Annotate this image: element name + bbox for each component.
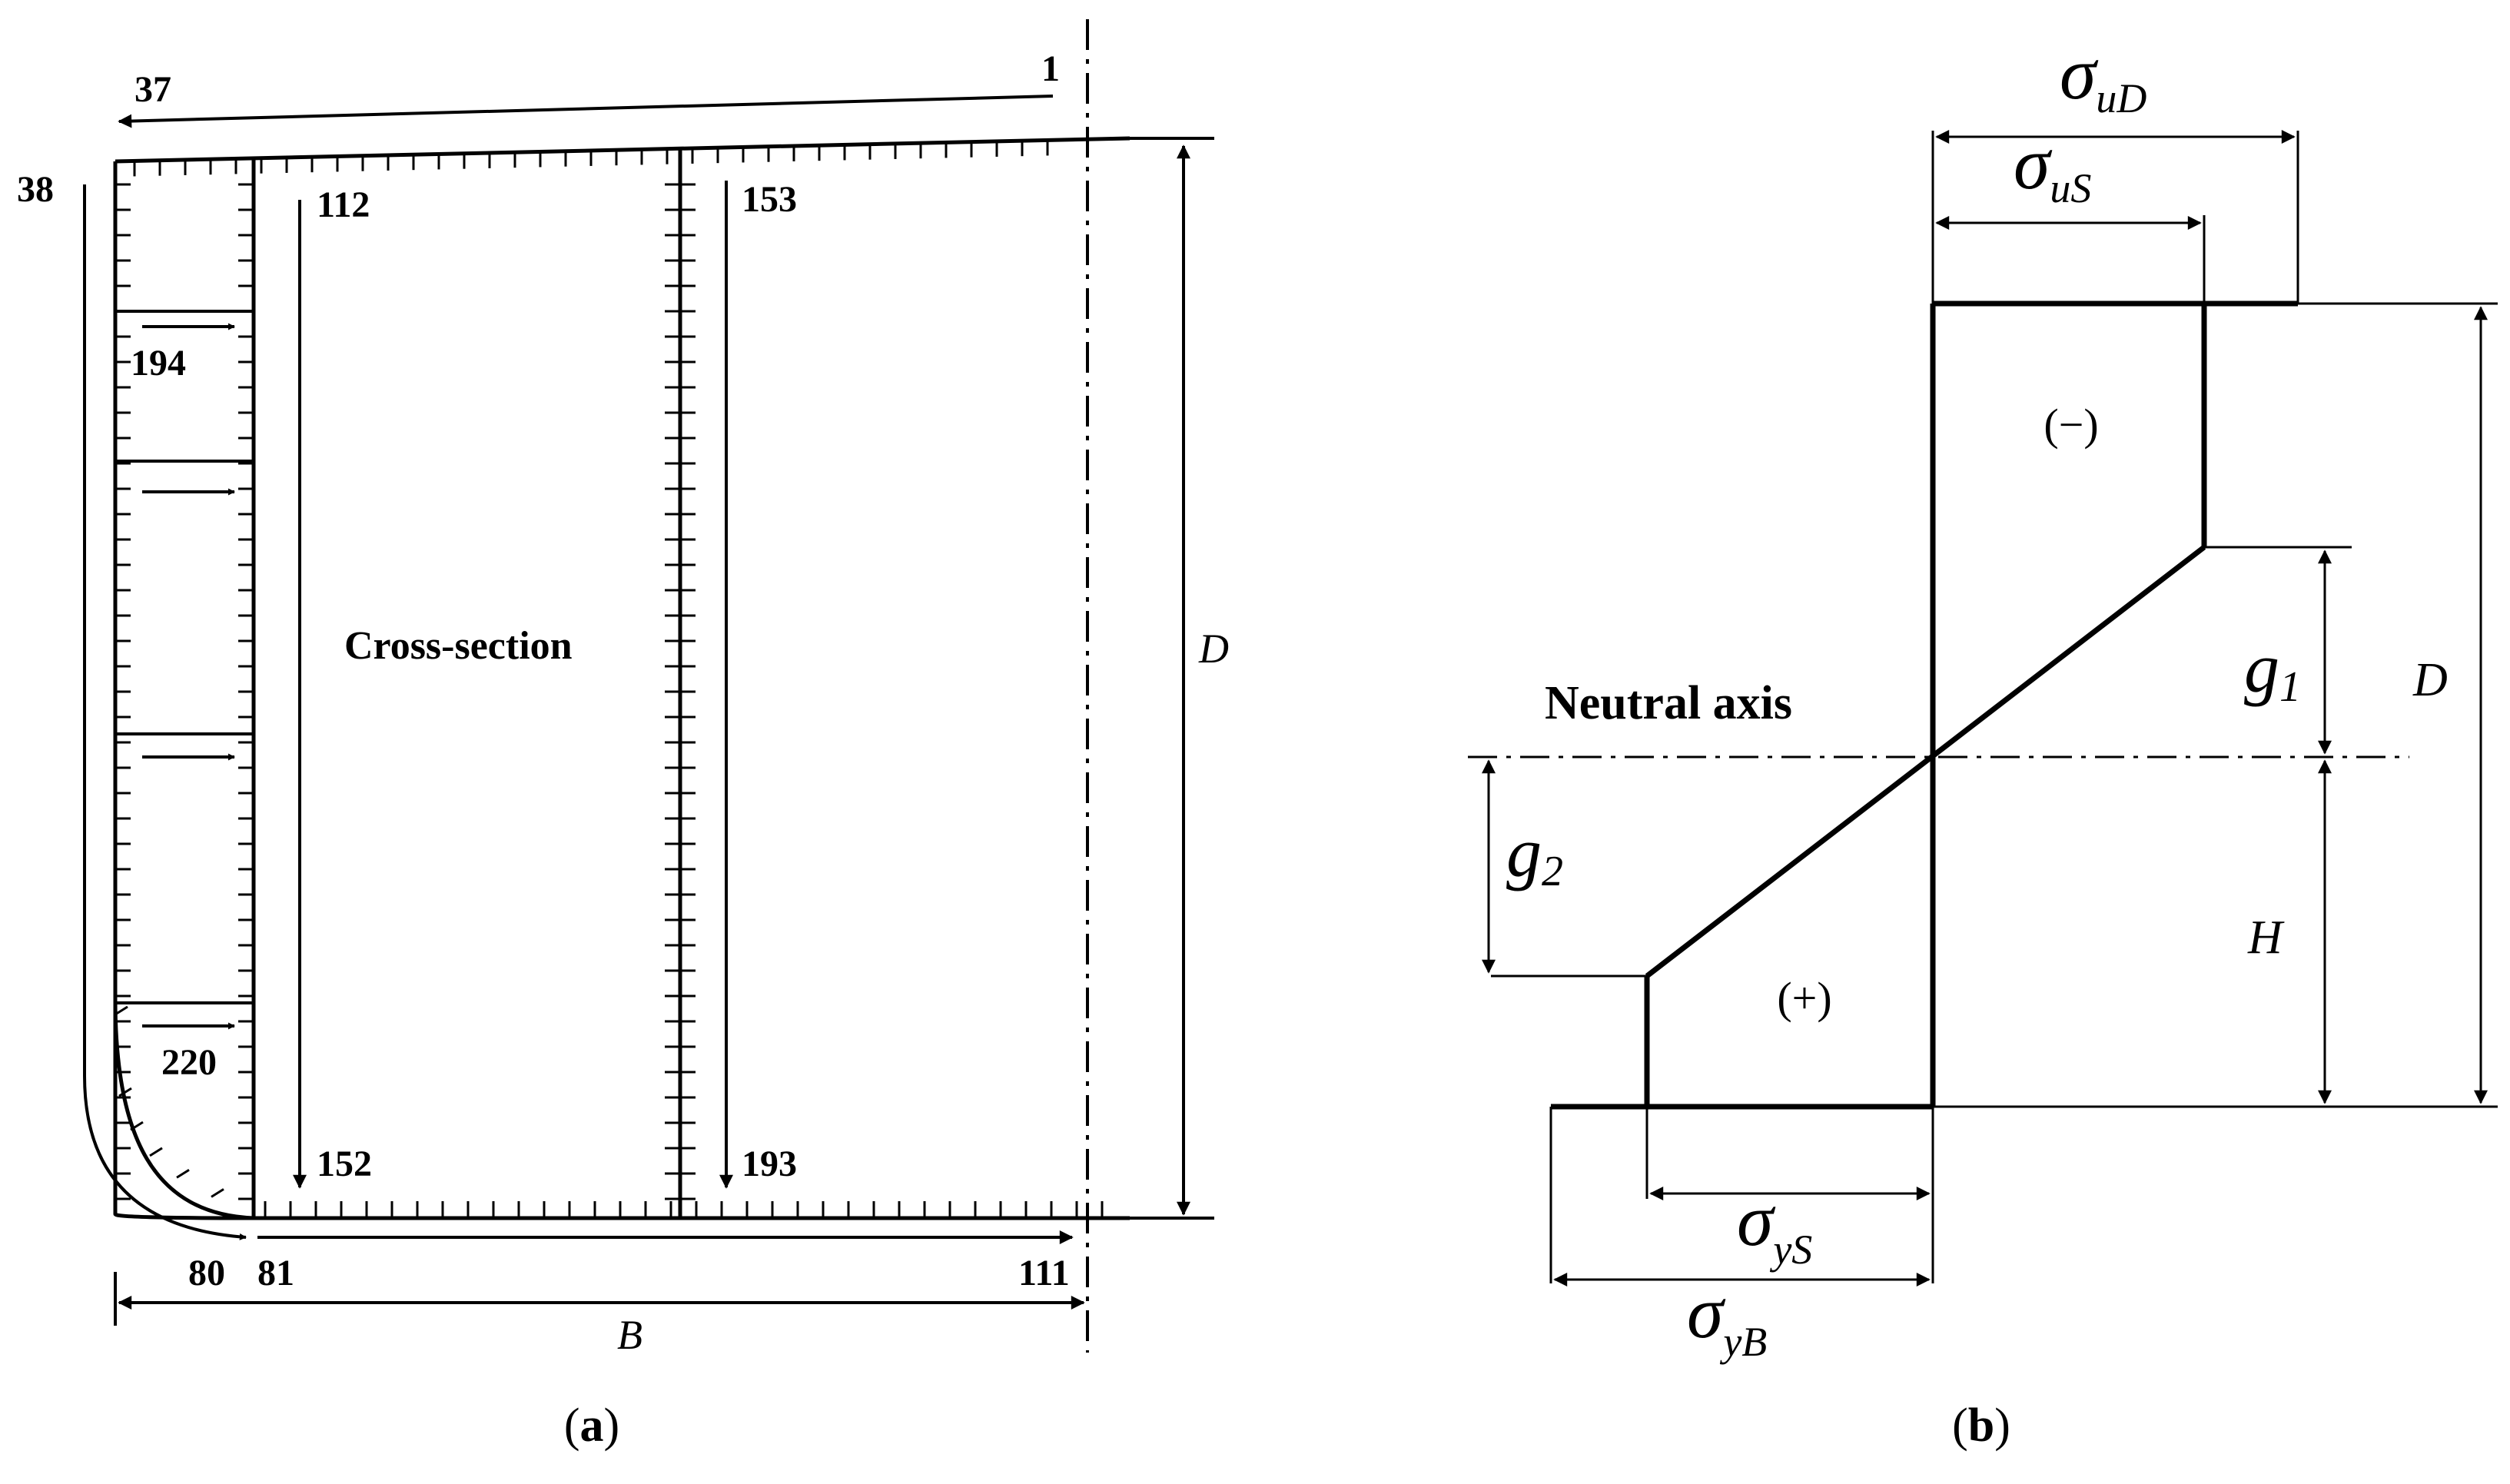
label-1: 1 xyxy=(1041,48,1060,89)
bilge-tick xyxy=(118,1087,132,1097)
g2-label: g2 xyxy=(1506,813,1563,895)
deck-line xyxy=(115,136,1130,164)
caption-b: (b) xyxy=(1952,1399,2010,1452)
label-220: 220 xyxy=(161,1042,217,1083)
cross-section-label: Cross-section xyxy=(344,624,573,668)
g1-label: g1 xyxy=(2244,629,2301,711)
bilge-shell xyxy=(113,1212,254,1220)
dim-D-label-a: D xyxy=(1198,626,1229,672)
label-80: 80 xyxy=(188,1253,225,1293)
label-152: 152 xyxy=(317,1144,372,1184)
label-194: 194 xyxy=(131,343,186,383)
bilge-curve xyxy=(113,998,254,1220)
hull-path-arrow xyxy=(83,184,247,1240)
sigma-yS-label: σyS xyxy=(1737,1179,1812,1273)
deck-path-arrow xyxy=(118,95,1054,128)
neutral-axis-label: Neutral axis xyxy=(1545,677,1792,729)
sigma-uD-label: σuD xyxy=(2060,32,2146,121)
deck-stiffeners xyxy=(133,140,1049,177)
label-37: 37 xyxy=(134,69,171,110)
dim-D-label-b: D xyxy=(2412,654,2448,706)
caption-a: (a) xyxy=(564,1399,619,1452)
label-153: 153 xyxy=(742,179,797,220)
sigma-yB-label: σyB xyxy=(1687,1271,1767,1365)
dim-H-label: H xyxy=(2247,911,2285,964)
label-81: 81 xyxy=(257,1253,294,1293)
minus-region-label: (−) xyxy=(2044,400,2098,450)
label-38: 38 xyxy=(17,169,54,210)
plus-region-label: (+) xyxy=(1777,973,1831,1023)
label-112: 112 xyxy=(317,184,370,225)
bilge-tick xyxy=(176,1169,190,1179)
bilge-tick xyxy=(149,1147,163,1157)
panel-b: Neutral axis (−) (+) D H g1 g2 σuD σuS σ… xyxy=(1468,32,2498,1452)
sigma-uS-label: σuS xyxy=(2014,122,2091,211)
label-193: 193 xyxy=(742,1144,797,1184)
block-diagonal xyxy=(1645,545,2206,978)
bilge-tick xyxy=(115,1005,128,1016)
panel-a: 1 37 38 112 153 194 220 152 193 80 81 11… xyxy=(17,19,1229,1452)
bilge-tick xyxy=(211,1188,224,1198)
label-111: 111 xyxy=(1018,1253,1070,1293)
dim-B-label: B xyxy=(617,1312,642,1358)
bottom-stiffeners xyxy=(264,1201,1104,1218)
bilge-tick xyxy=(130,1120,144,1131)
side-stiffeners xyxy=(115,183,696,1200)
